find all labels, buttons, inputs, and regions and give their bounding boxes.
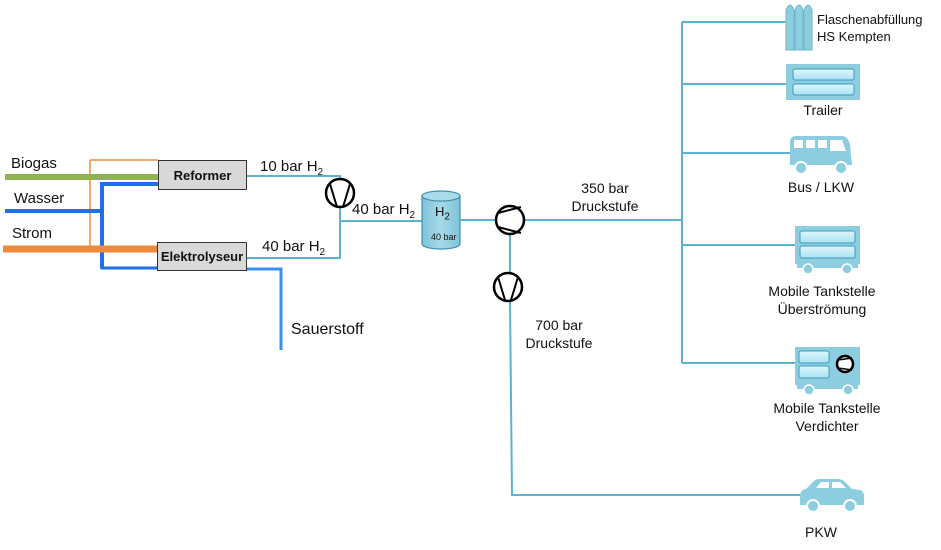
elektrolyseur-output-sub: 2 xyxy=(319,247,326,258)
consumer-mobile-2-line2: Verdichter xyxy=(795,418,859,435)
consumer-flaschen-line2: HS Kempten xyxy=(817,28,891,44)
tank-pressure: 40 bar xyxy=(431,232,457,242)
stage-700-name: Druckstufe xyxy=(525,335,593,352)
input-label-strom: Strom xyxy=(12,225,53,242)
consumer-mobile-1-line2: Überströmung xyxy=(777,301,867,318)
elektrolyseur-output-text: 40 bar H xyxy=(262,238,320,255)
reformer-output-label: 10 bar H2 xyxy=(260,157,323,179)
input-label-biogas: Biogas xyxy=(11,155,57,172)
reformer-output-text: 10 bar H xyxy=(260,158,318,175)
reformer-output-sub: 2 xyxy=(317,167,324,178)
consumer-mobile-1-line1: Mobile Tankstelle xyxy=(768,283,876,299)
compressor-700-icon xyxy=(492,271,524,303)
merged-stream-sub: 2 xyxy=(409,210,416,221)
consumer-trailer-label: Trailer xyxy=(803,102,843,118)
reformer-box[interactable]: Reformer xyxy=(158,160,247,190)
merged-stream-label: 40 bar H2 xyxy=(352,200,415,222)
bus-icon xyxy=(790,136,852,175)
wasser-to-elektrolyseur xyxy=(100,266,158,270)
gas-bottles-icon xyxy=(785,4,813,51)
line-700-bar xyxy=(509,300,800,496)
tank-symbol-sub: 2 xyxy=(444,211,450,223)
elektrolyseur-box[interactable]: Elektrolyseur xyxy=(157,242,247,271)
compressor-350-icon xyxy=(494,204,526,236)
input-label-wasser: Wasser xyxy=(14,190,65,207)
consumer-mobile-2-line1: Mobile Tankstelle xyxy=(773,400,881,416)
trailer-icon xyxy=(786,64,860,100)
stage-350-pressure: 350 bar xyxy=(581,180,629,196)
stage-350-name: Druckstufe xyxy=(571,198,639,215)
stage-700-pressure: 700 bar xyxy=(535,317,583,333)
consumer-mobile-2-label: Mobile Tankstelle Verdichter xyxy=(757,399,897,435)
consumer-bus-label: Bus / LKW xyxy=(787,179,855,195)
mobile-station-icon xyxy=(795,226,860,275)
compressor-1-icon xyxy=(324,177,356,209)
merged-stream-text: 40 bar H xyxy=(352,201,410,218)
consumer-mobile-1-label: Mobile Tankstelle Überströmung xyxy=(752,282,892,318)
elektrolyseur-output-label: 40 bar H2 xyxy=(262,237,325,259)
oxygen-label: Sauerstoff xyxy=(291,321,364,338)
tank-symbol: H2 xyxy=(435,204,450,224)
mobile-station-compressor-icon xyxy=(795,347,860,396)
oxygen-line xyxy=(247,267,283,350)
car-icon xyxy=(800,479,864,513)
consumer-flaschen-line1: Flaschenabfüllung xyxy=(817,12,923,27)
tank-symbol-text: H xyxy=(435,204,445,219)
consumer-flaschen-label: Flaschenabfüllung HS Kempten xyxy=(817,12,923,46)
wasser-to-reformer xyxy=(100,182,158,268)
stage-700-label: 700 bar Druckstufe xyxy=(519,316,599,352)
consumer-pkw-label: PKW xyxy=(805,524,837,540)
hydrogen-tank-icon xyxy=(421,190,461,250)
stage-350-label: 350 bar Druckstufe xyxy=(565,179,645,215)
